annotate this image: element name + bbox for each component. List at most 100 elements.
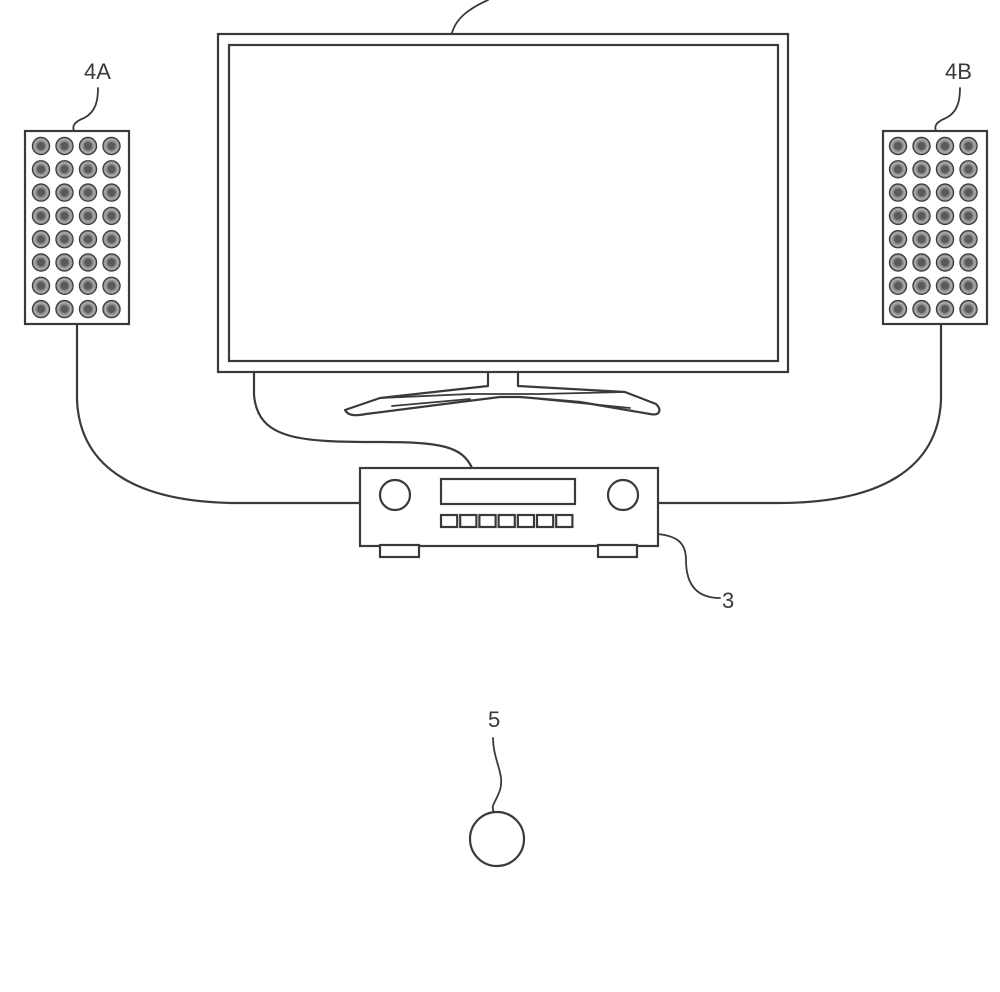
receiver-right-knob (606, 478, 640, 512)
speaker-dot-ring (34, 232, 48, 247)
speaker-dot-ring (891, 139, 905, 153)
tv-screen (227, 43, 780, 363)
speaker-dot-ring (938, 209, 952, 223)
label-speaker-4a: 4A (84, 59, 111, 84)
speaker-dot-center (917, 188, 926, 197)
speaker-dot-ring (34, 278, 48, 293)
speaker-dot-center (37, 188, 45, 197)
speaker-dot-center (84, 258, 92, 267)
speaker-dot-ring (938, 232, 952, 247)
receiver-button (535, 513, 555, 529)
speaker-dot-ring (938, 302, 952, 317)
speaker-dot-ring (914, 232, 929, 247)
receiver-left-knob (378, 478, 412, 512)
speaker-dot-ring (81, 278, 95, 293)
av-receiver (358, 466, 660, 559)
speaker-dot-center (941, 165, 949, 174)
speaker-dot-ring (81, 162, 95, 177)
speaker-dot-ring (81, 302, 95, 317)
speaker-dot-center (941, 235, 949, 244)
speaker-dot-center (60, 188, 69, 197)
tv-leader-line (451, 0, 489, 34)
speaker-dot-center (917, 211, 926, 220)
speaker-dot-center (964, 258, 973, 267)
speaker-dot-ring (34, 302, 48, 317)
speaker-dot-center (37, 305, 45, 314)
label-speaker-4b: 4B (945, 59, 972, 84)
leader-4a (72, 87, 99, 132)
speaker-dot-ring (891, 278, 905, 293)
speaker-dot-center (894, 305, 902, 314)
speaker-dot-ring (914, 162, 929, 177)
speaker-dot-center (107, 258, 116, 267)
speaker-dot-center (894, 235, 902, 244)
speaker-dot-center (894, 188, 902, 197)
speaker-dot-ring (104, 209, 119, 223)
speaker-dot-ring (104, 139, 119, 153)
speaker-dot-center (84, 235, 92, 244)
speaker-dot-center (60, 235, 69, 244)
speaker-dot-center (60, 281, 69, 290)
speaker-dot-ring (914, 209, 929, 223)
speaker-dot-ring (961, 255, 976, 270)
speaker-dot-ring (961, 185, 976, 200)
speaker-dot-center (84, 211, 92, 220)
speaker-dot-center (917, 281, 926, 290)
leader-5 (491, 737, 503, 813)
speaker-dot-ring (104, 278, 119, 293)
speaker-dot-center (917, 165, 926, 174)
speaker-dot-center (37, 165, 45, 174)
speaker-dot-ring (961, 209, 976, 223)
speaker-dot-center (37, 211, 45, 220)
speaker-dot-ring (34, 255, 48, 270)
speaker-dot-center (941, 211, 949, 220)
receiver-buttons (439, 513, 574, 529)
speaker-dot-center (60, 165, 69, 174)
speaker-dot-ring (81, 185, 95, 200)
speaker-dot-ring (914, 302, 929, 317)
speaker-dot-ring (938, 278, 952, 293)
speaker-dot-center (941, 281, 949, 290)
speaker-dot-ring (961, 232, 976, 247)
speaker-dot-ring (57, 278, 72, 293)
speaker-dot-ring (57, 232, 72, 247)
speaker-dot-center (60, 305, 69, 314)
speaker-dot-center (894, 211, 902, 220)
speaker-dot-center (964, 188, 973, 197)
speaker-dot-center (107, 281, 116, 290)
speaker-dot-ring (34, 209, 48, 223)
speaker-dot-center (37, 235, 45, 244)
receiver-button (459, 513, 478, 529)
speaker-dot-ring (81, 232, 95, 247)
speaker-4a-grid (31, 136, 121, 319)
speaker-dot-center (84, 281, 92, 290)
speaker-dot-center (894, 258, 902, 267)
speaker-dot-ring (961, 302, 976, 317)
receiver-button (497, 513, 516, 529)
speaker-dot-center (941, 305, 949, 314)
speaker-dot-ring (961, 162, 976, 177)
speaker-dot-ring (914, 185, 929, 200)
speaker-dot-center (107, 235, 116, 244)
speaker-dot-ring (57, 185, 72, 200)
speaker-dot-center (917, 305, 926, 314)
speaker-dot-center (964, 305, 973, 314)
speaker-dot-center (84, 165, 92, 174)
speaker-dot-ring (104, 232, 119, 247)
leader-4b (934, 87, 961, 132)
receiver-button (516, 513, 536, 529)
speaker-dot-ring (891, 209, 905, 223)
speaker-dot-center (964, 142, 973, 150)
speaker-dot-ring (891, 232, 905, 247)
speaker-dot-center (941, 142, 949, 150)
speaker-dot-ring (104, 302, 119, 317)
speaker-dot-center (941, 258, 949, 267)
speaker-dot-center (964, 211, 973, 220)
label-receiver-3: 3 (722, 588, 734, 613)
speaker-dot-ring (57, 209, 72, 223)
speaker-dot-center (894, 142, 902, 150)
speaker-dot-center (60, 142, 69, 150)
speaker-dot-center (894, 281, 902, 290)
speaker-dot-ring (914, 278, 929, 293)
